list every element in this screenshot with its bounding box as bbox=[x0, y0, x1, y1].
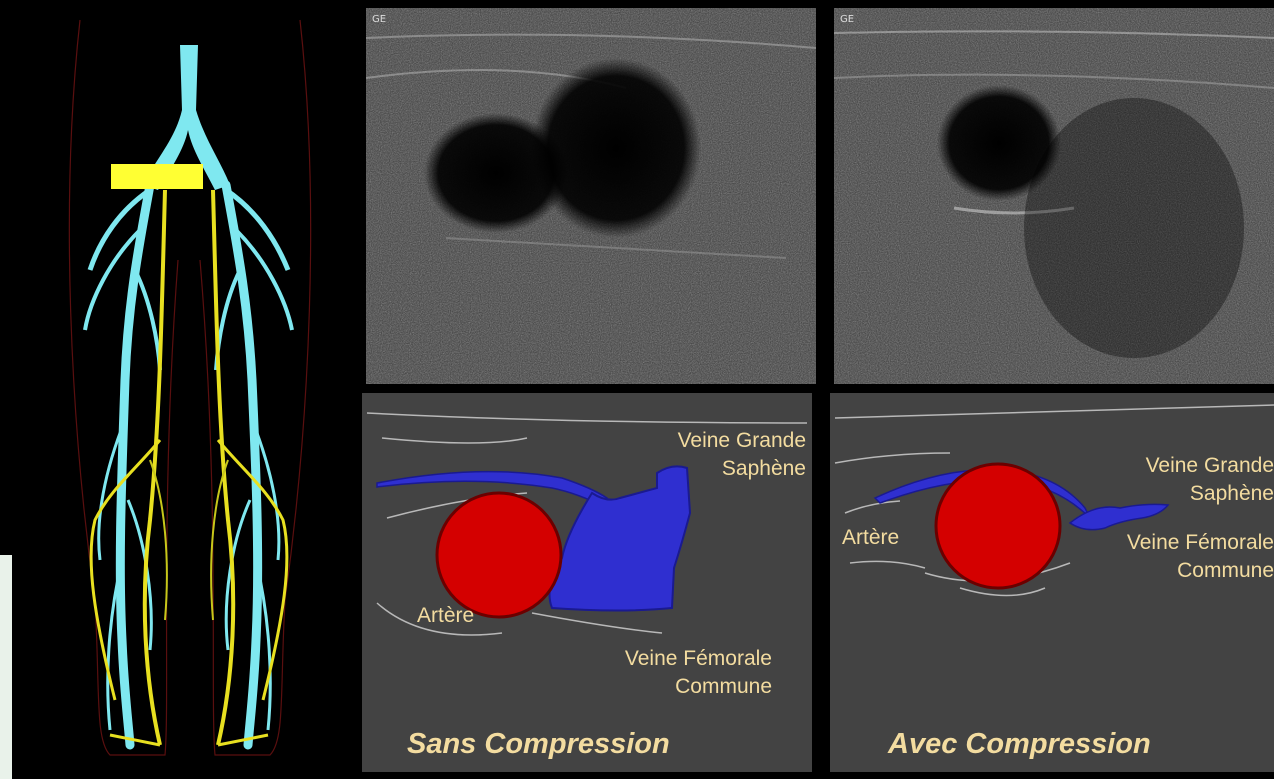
label-femorale-line1: Veine Fémorale bbox=[625, 646, 772, 672]
label-femorale-line2: Commune bbox=[1177, 558, 1274, 584]
leg-illustration bbox=[0, 0, 360, 779]
ultrasound-tag: GE bbox=[840, 14, 854, 25]
page-edge-strip bbox=[0, 555, 12, 779]
probe-position-marker bbox=[111, 164, 203, 189]
caption-avec-compression: Avec Compression bbox=[888, 728, 1151, 761]
ultrasound-image bbox=[366, 8, 816, 384]
ultrasound-with-compression: GE bbox=[834, 8, 1274, 384]
label-grande-saphene-line1: Veine Grande bbox=[678, 428, 806, 454]
ultrasound-without-compression: GE bbox=[366, 8, 816, 384]
label-artere: Artère bbox=[842, 525, 899, 551]
caption-sans-compression: Sans Compression bbox=[407, 728, 670, 761]
schema-with-compression: Veine Grande Saphène Artère Veine Fémora… bbox=[830, 393, 1274, 772]
label-artere: Artère bbox=[417, 603, 474, 629]
leg-venous-diagram bbox=[0, 0, 360, 779]
artery-shape bbox=[437, 493, 561, 617]
label-grande-saphene-line2: Saphène bbox=[1190, 481, 1274, 507]
label-femorale-line1: Veine Fémorale bbox=[1127, 530, 1274, 556]
schema-without-compression: Veine Grande Saphène Artère Veine Fémora… bbox=[362, 393, 812, 772]
label-femorale-line2: Commune bbox=[675, 674, 772, 700]
artery-shape bbox=[936, 464, 1060, 588]
label-grande-saphene-line2: Saphène bbox=[722, 456, 806, 482]
label-grande-saphene-line1: Veine Grande bbox=[1146, 453, 1274, 479]
ultrasound-image bbox=[834, 8, 1274, 384]
ultrasound-tag: GE bbox=[372, 14, 386, 25]
